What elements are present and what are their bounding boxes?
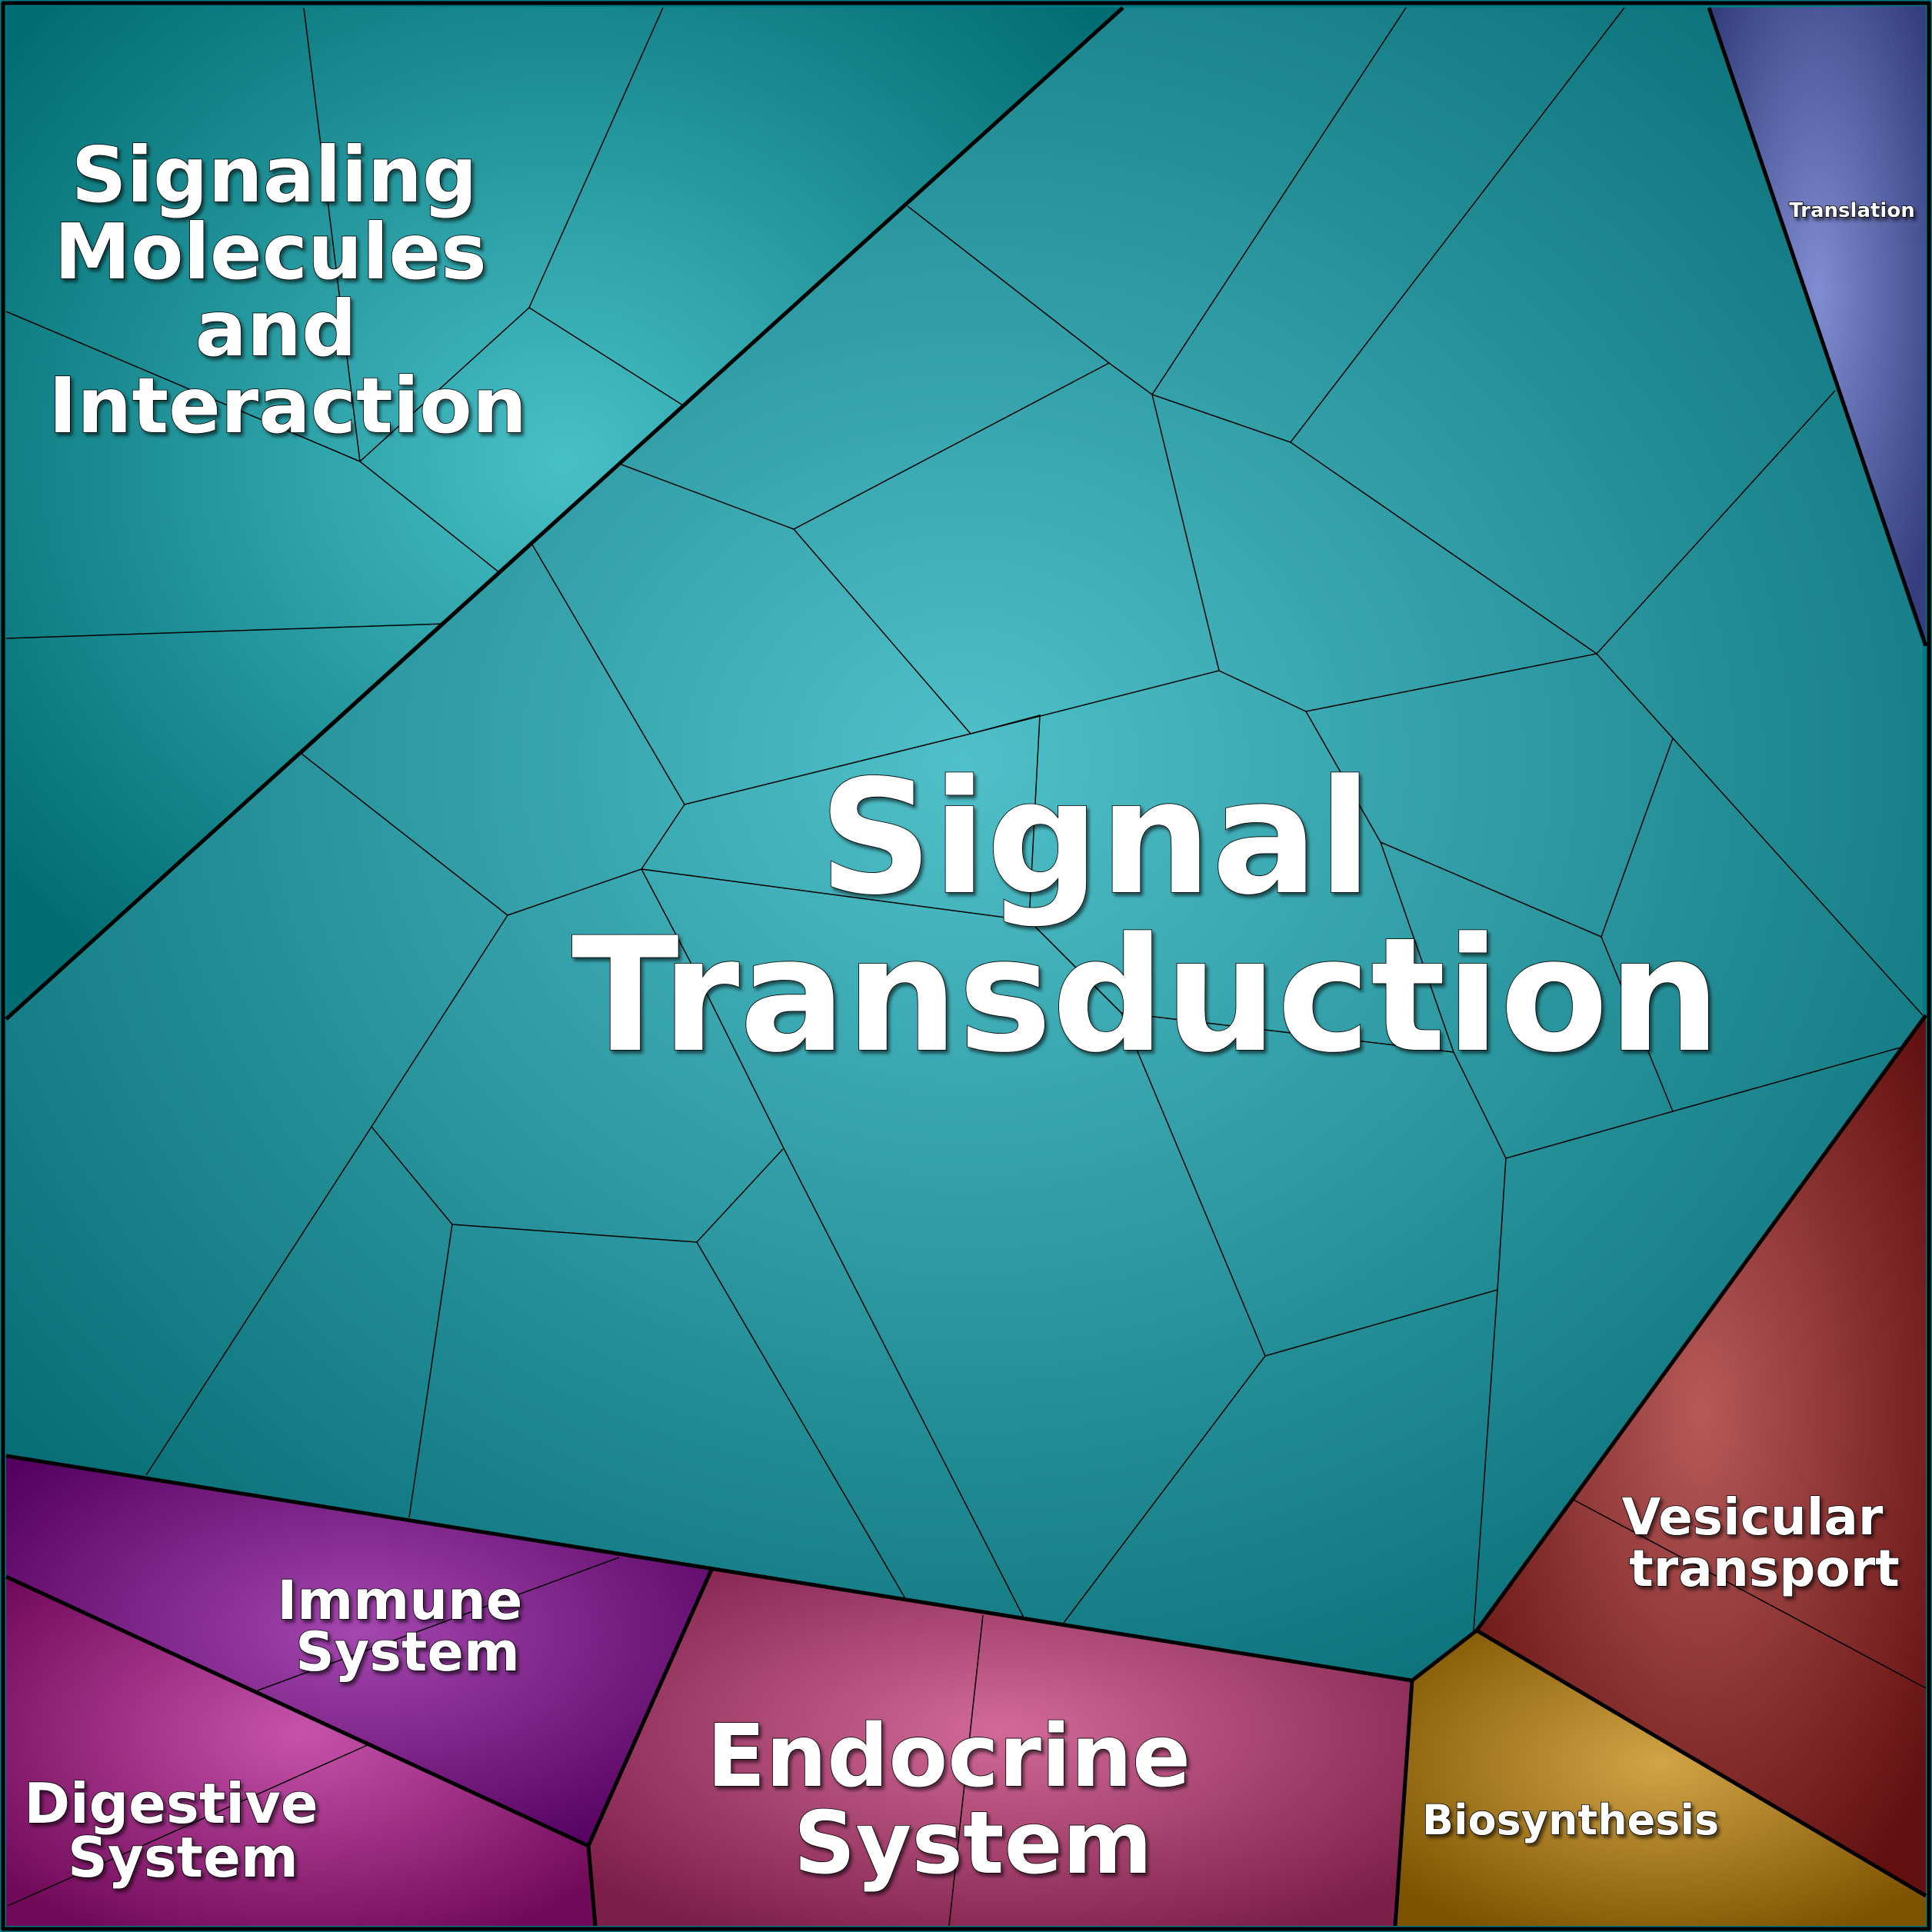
region-endocrine-system[interactable]: [588, 1570, 1412, 1926]
label-immune-system: Immune System: [277, 1569, 541, 1684]
region-digestive-system[interactable]: [6, 1577, 595, 1926]
region-immune-system[interactable]: [6, 1456, 711, 1846]
region-signal-transduction[interactable]: [6, 8, 1923, 1681]
cell-boundaries: [5, 7, 1927, 1927]
label-biosynthesis: Biosynthesis: [1422, 1796, 1719, 1844]
label-vesicular-transport: Vesicular transport: [1622, 1487, 1901, 1598]
label-signaling-molecules: Signaling Molecules and Interaction: [48, 130, 527, 451]
labels-layer: Signal Transduction Signaling Molecules …: [23, 129, 1915, 1894]
label-digestive-system: Digestive System: [24, 1771, 338, 1890]
label-translation: Translation: [1789, 199, 1914, 222]
region-biosynthesis[interactable]: [1395, 1631, 1926, 1926]
region-vesicular-transport[interactable]: [1477, 1015, 1926, 1896]
label-endocrine-system: Endocrine System: [707, 1707, 1221, 1894]
label-signal-transduction: Signal Transduction: [571, 747, 1720, 1088]
